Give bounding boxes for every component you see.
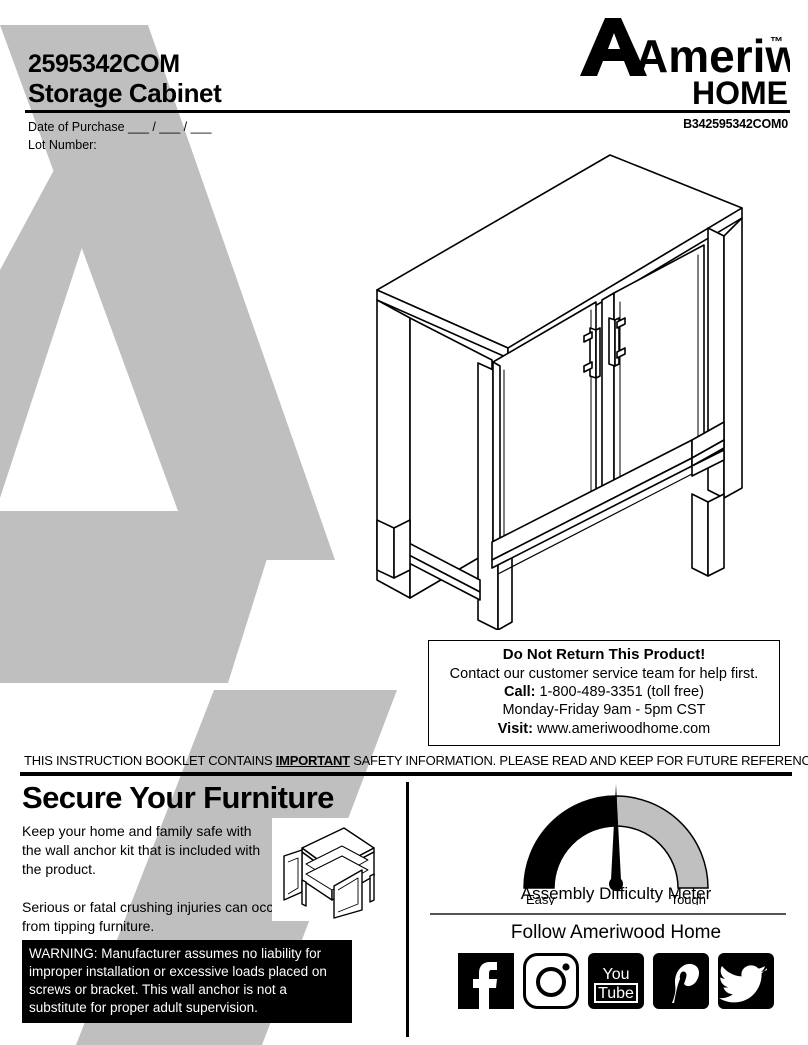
service-box-line1: Contact our customer service team for he… [449,665,759,682]
social-section-rule [430,913,786,915]
product-name: Storage Cabinet [28,78,222,108]
safety-banner: THIS INSTRUCTION BOOKLET CONTAINS IMPORT… [24,753,808,768]
service-box-title: Do Not Return This Product! [502,646,706,663]
banner-rule [20,772,792,776]
customer-service-box: Do Not Return This Product! Contact our … [428,640,780,746]
service-box-visit-row: Visit: www.ameriwoodhome.com [435,720,773,738]
visit-label: Visit: [497,720,533,737]
banner-emphasis: IMPORTANT [275,753,350,768]
secure-furniture-title: Secure Your Furniture [22,780,334,815]
meter-easy-label: Easy [526,892,555,905]
social-links-row: You Tube [424,950,808,1012]
meter-caption: Assembly Difficulty Meter [520,884,712,903]
header-rule [25,110,790,113]
call-value: 1-800-489-3351 (toll free) [535,684,704,701]
facebook-icon[interactable] [458,953,514,1009]
brand-name: Ameriwood [635,30,790,82]
visit-value[interactable]: www.ameriwoodhome.com [532,720,711,737]
youtube-label-top: You [603,966,630,983]
banner-before: THIS INSTRUCTION BOOKLET CONTAINS [24,753,276,768]
pinterest-icon[interactable] [653,953,709,1009]
secure-furniture-paragraph-1: Keep your home and family safe with the … [22,823,261,877]
trademark-symbol: ™ [770,34,783,49]
wall-anchor-illustration [272,818,394,921]
twitter-icon[interactable] [718,953,774,1009]
banner-after: SAFETY INFORMATION. PLEASE READ AND KEEP… [349,753,808,768]
page-header: 2595342COM Storage Cabinet Ameriwood ™ H… [0,0,808,152]
service-box-call-row: Call: 1-800-489-3351 (toll free) [435,683,773,701]
meter-tough-label: Tough [671,892,706,905]
service-box-hours: Monday-Friday 9am - 5pm CST [502,702,706,719]
secure-furniture-paragraph-2: Serious or fatal crushing injuries can o… [22,899,286,934]
meter-needle [611,784,621,890]
model-number: 2595342COM [28,50,180,78]
brand-subtitle: HOME [692,75,788,106]
meter-easy-arc [523,795,617,889]
wall-anchor-warning-box: WARNING: Manufacturer assumes no liabili… [22,940,352,1024]
date-of-purchase-field[interactable]: Date of Purchase ___ / ___ / ___ [28,120,212,134]
lot-number-field[interactable]: Lot Number: [28,138,97,152]
meter-tough-arc [615,795,709,889]
follow-heading: Follow Ameriwood Home [510,922,722,943]
instagram-icon[interactable] [523,953,579,1009]
ameriwood-home-logo: Ameriwood ™ HOME [575,14,790,106]
call-label: Call: [504,684,536,701]
part-number: B342595342COM0 [683,117,788,131]
meter-hub [609,877,623,891]
bottom-column-divider [406,782,409,1037]
youtube-label-bottom: Tube [598,985,634,1002]
youtube-icon[interactable]: You Tube [588,953,644,1009]
assembly-difficulty-meter: Easy Tough [523,784,709,905]
product-illustration-storage-cabinet [376,154,743,630]
